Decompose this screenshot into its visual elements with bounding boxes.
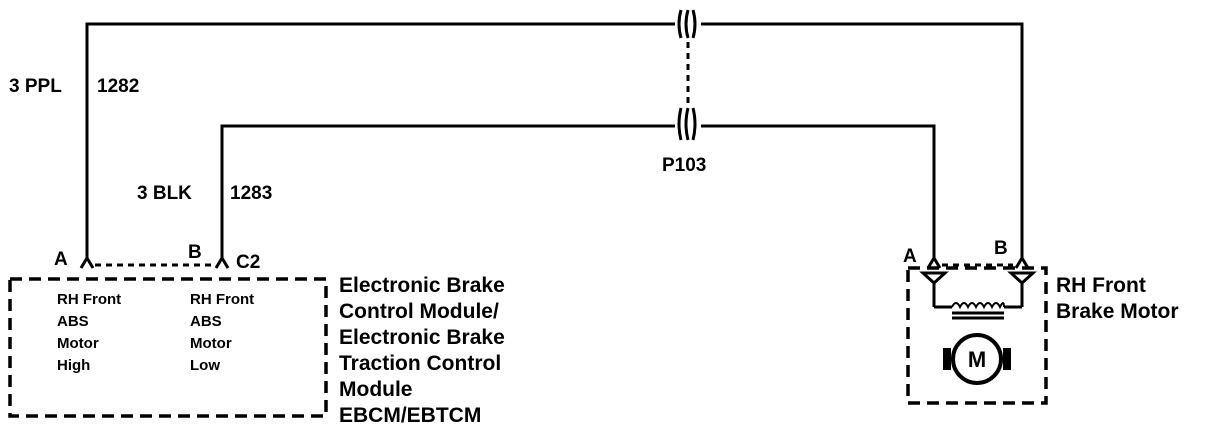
motor-pin-a: A: [903, 246, 917, 267]
motor-terminal-a: [926, 255, 942, 269]
wire-1282: [85, 22, 1024, 258]
ebcm-box: [8, 277, 328, 418]
connector-label: P103: [662, 155, 706, 176]
ebcm-name-line: Electronic Brake: [339, 326, 505, 349]
motor-name-line: RH Front: [1056, 274, 1146, 297]
wire-1283: [220, 124, 936, 258]
ebcm-pin-a: A: [54, 249, 68, 270]
pin-b-desc-line: Low: [190, 357, 220, 374]
ebcm-name-line: Module: [339, 378, 413, 401]
motor-symbol: M: [943, 333, 1011, 385]
ebcm-terminal-b: [214, 255, 230, 269]
pin-a-desc-line: High: [57, 357, 90, 374]
wire-1283-color: 3 BLK: [137, 183, 192, 204]
pin-b-desc-line: ABS: [190, 313, 222, 330]
pin-a-desc-line: RH Front: [57, 291, 121, 308]
wire-1283-circuit: 1283: [230, 183, 272, 204]
motor-name-line: Brake Motor: [1056, 300, 1179, 323]
inline-connector-upper: [675, 9, 701, 40]
motor-box: [906, 266, 1048, 405]
ebcm-pin-b: B: [188, 242, 202, 263]
motor-pin-b: B: [994, 238, 1008, 259]
ebcm-name-line: EBCM/EBTCM: [339, 404, 481, 427]
ebcm-name-line: Electronic Brake: [339, 274, 505, 297]
ebcm-pin-b-desc: RH Front ABS Motor Low: [190, 291, 254, 374]
ebcm-connector-id: C2: [236, 252, 260, 273]
ebcm-name: Electronic Brake Control Module/ Electro…: [339, 274, 505, 427]
pin-a-desc-line: Motor: [57, 335, 99, 352]
pin-b-desc-line: RH Front: [190, 291, 254, 308]
pin-b-desc-line: Motor: [190, 335, 232, 352]
ebcm-terminal-a: [79, 255, 95, 269]
ebcm-pin-a-desc: RH Front ABS Motor High: [57, 291, 121, 374]
motor-internal-wiring: [919, 271, 1037, 320]
ebcm-name-line: Control Module/: [339, 300, 499, 323]
pin-a-desc-line: ABS: [57, 313, 89, 330]
motor-letter: M: [968, 347, 986, 372]
motor-name: RH Front Brake Motor: [1056, 274, 1179, 323]
ebcm-name-line: Traction Control: [339, 352, 501, 375]
wire-1282-circuit: 1282: [97, 76, 139, 97]
inline-connector-lower: [675, 106, 701, 141]
wire-1282-color: 3 PPL: [9, 76, 62, 97]
motor-terminal-b: [1014, 255, 1030, 269]
